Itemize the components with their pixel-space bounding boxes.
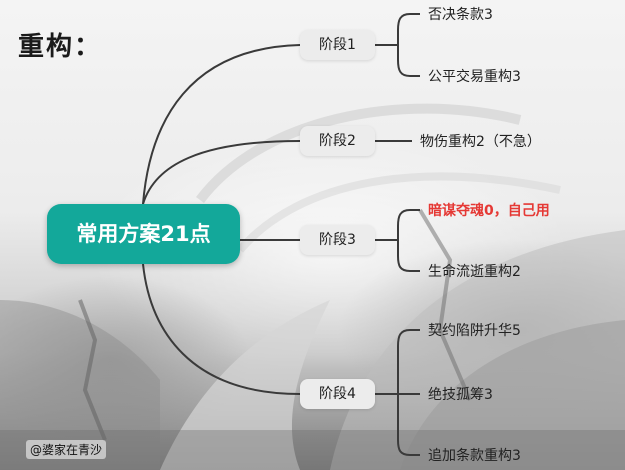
connector-root-stage1	[142, 44, 301, 205]
stage3-item-life-drain[interactable]: 生命流逝重构2	[428, 264, 521, 280]
stage1-item-veto-clause[interactable]: 否决条款3	[428, 7, 493, 23]
stage4-item-lone-gambit[interactable]: 绝技孤筹3	[428, 387, 493, 403]
stage-node-4[interactable]: 阶段4	[300, 379, 375, 409]
connector-root-stage4	[142, 263, 301, 395]
stage3-item-soul-steal[interactable]: 暗谋夺魂0，自己用	[428, 203, 550, 219]
page-title: 重构：	[18, 32, 103, 62]
stage1-item-fair-trade[interactable]: 公平交易重构3	[428, 69, 521, 85]
stage-node-2[interactable]: 阶段2	[300, 126, 375, 156]
bracket-stage4	[397, 329, 411, 456]
bracket-stage1	[397, 13, 411, 77]
stage4-item-contract-trap[interactable]: 契约陷阱升华5	[428, 323, 521, 339]
stage-node-1[interactable]: 阶段1	[300, 30, 375, 60]
bracket-stage3	[397, 209, 411, 272]
stage2-item-physical-damage[interactable]: 物伤重构2（不急）	[420, 134, 541, 150]
stage-node-3[interactable]: 阶段3	[300, 225, 375, 255]
root-node[interactable]: 常用方案21点	[47, 204, 240, 264]
connector-root-stage2	[142, 140, 301, 205]
stage4-item-extra-clause[interactable]: 追加条款重构3	[428, 448, 521, 464]
watermark: @婆家在青沙	[26, 440, 107, 459]
